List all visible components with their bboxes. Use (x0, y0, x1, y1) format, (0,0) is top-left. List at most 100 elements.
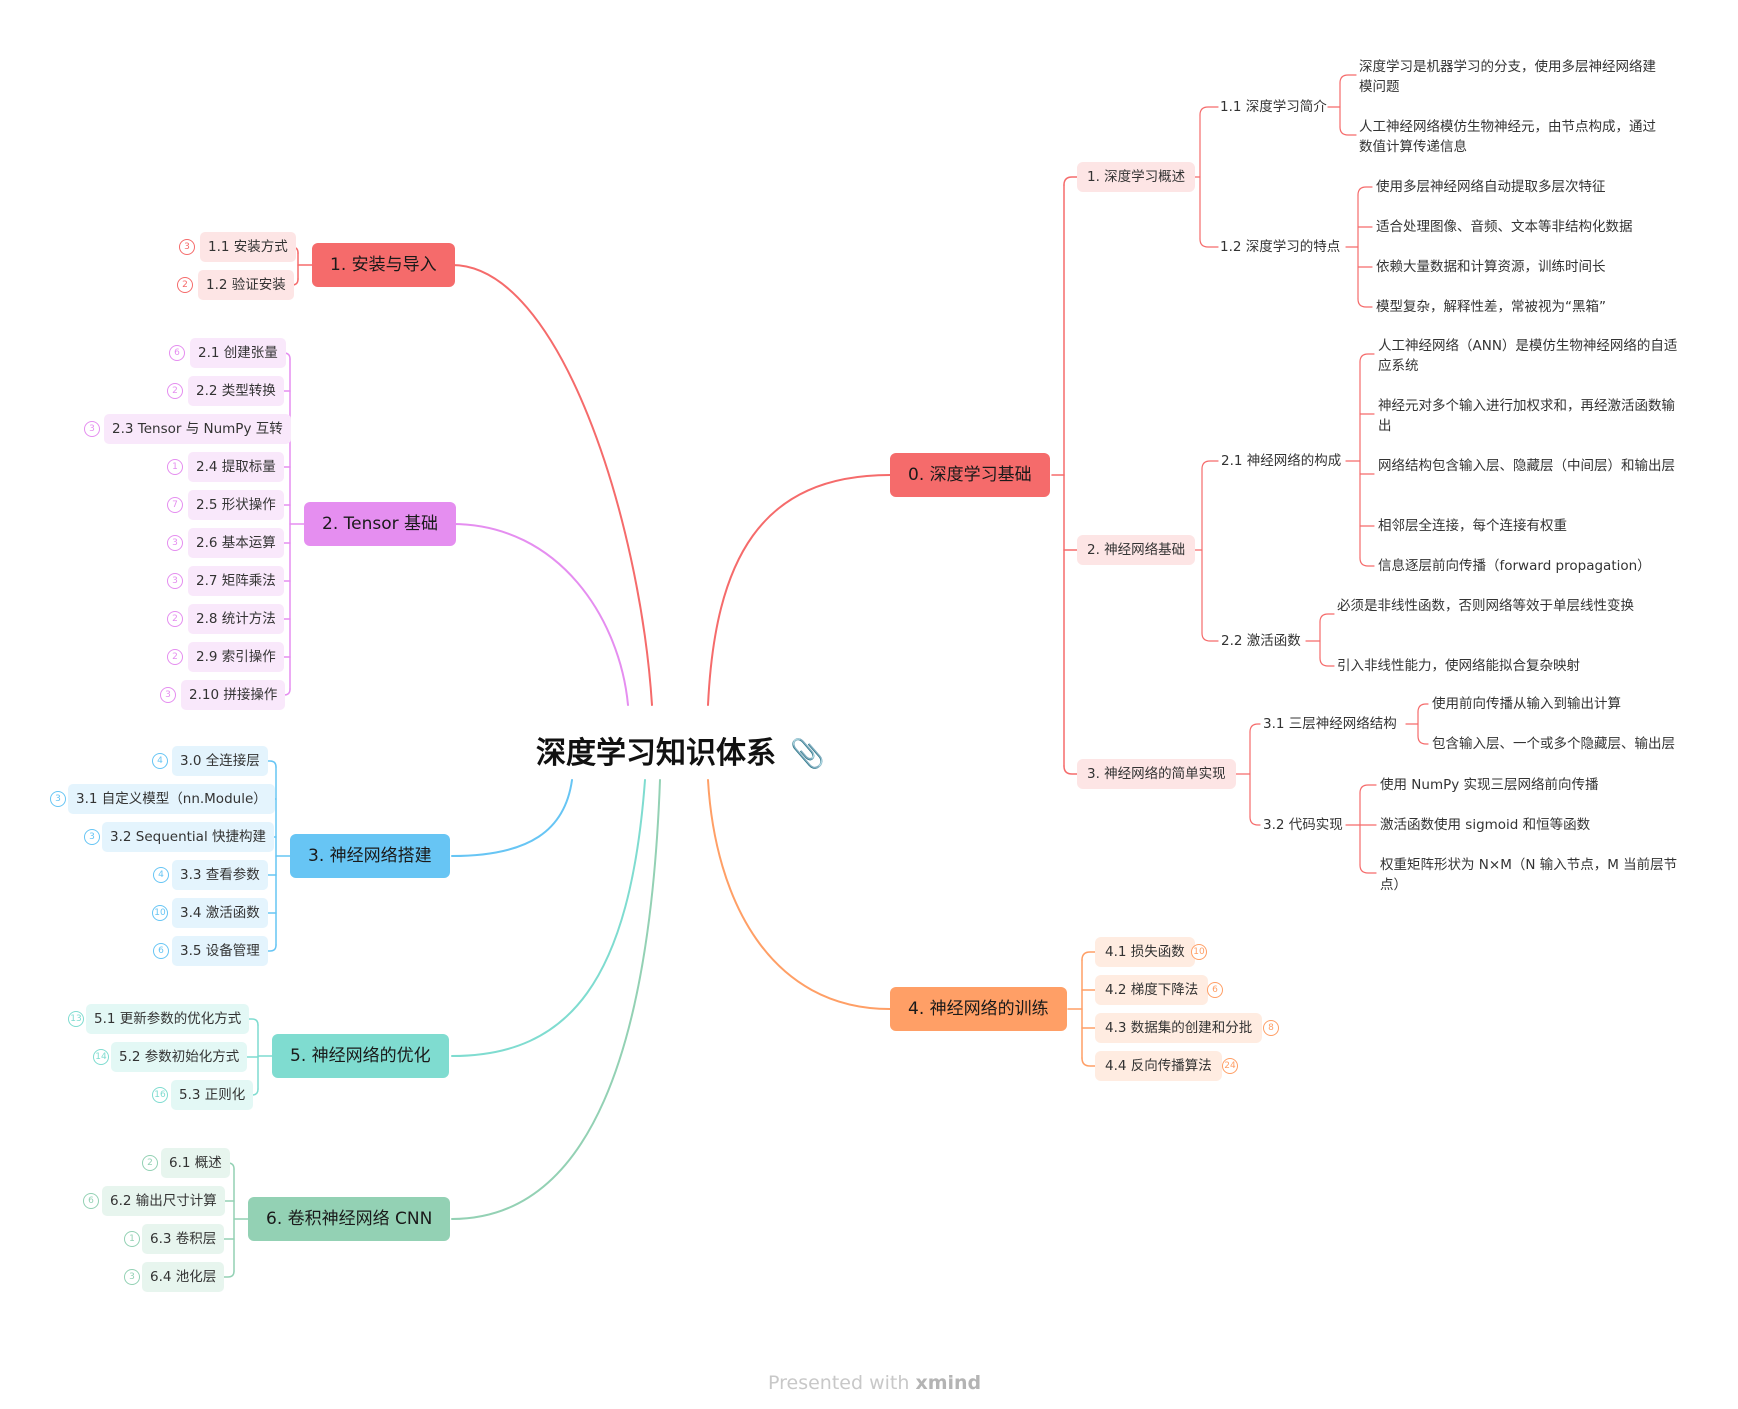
bracket-branch (1359, 784, 1377, 794)
count-badge[interactable]: 3 (84, 421, 100, 437)
subtopic-activation[interactable]: 2.2 激活函数 (1221, 631, 1301, 651)
bracket-branch (1249, 723, 1261, 733)
topic-label: 5. 神经网络的优化 (290, 1046, 431, 1066)
count-badge[interactable]: 2 (167, 383, 183, 399)
subtopic-4-1[interactable]: 4.1 损失函数 (1095, 937, 1195, 967)
subtopic-6-2[interactable]: 6.2 输出尺寸计算 (102, 1186, 225, 1216)
count-badge[interactable]: 3 (84, 829, 100, 845)
topic-network-optimization[interactable]: 5. 神经网络的优化 (272, 1034, 449, 1078)
count-badge[interactable]: 3 (160, 687, 176, 703)
topic-dl-fundamentals[interactable]: 0. 深度学习基础 (890, 453, 1050, 497)
subtopic-3-2[interactable]: 3.2 Sequential 快捷构建 (102, 822, 274, 852)
bracket-branch (1339, 126, 1357, 136)
count-badge[interactable]: 1 (124, 1231, 140, 1247)
count-badge[interactable]: 2 (167, 611, 183, 627)
count-badge[interactable]: 3 (167, 573, 183, 589)
subtopic-simple-impl[interactable]: 3. 神经网络的简单实现 (1077, 759, 1236, 789)
subtopic-label: 2.2 类型转换 (196, 383, 276, 399)
subtopic-6-1[interactable]: 6.1 概述 (161, 1148, 230, 1178)
subtopic-dl-intro[interactable]: 1.1 深度学习简介 (1220, 97, 1327, 117)
subtopic-5-1[interactable]: 5.1 更新参数的优化方式 (86, 1004, 250, 1034)
subtopic-4-2[interactable]: 4.2 梯度下降法 (1095, 975, 1209, 1005)
subtopic-dl-overview[interactable]: 1. 深度学习概述 (1077, 162, 1196, 192)
subtopic-5-3[interactable]: 5.3 正则化 (171, 1080, 254, 1110)
count-badge[interactable]: 24 (1222, 1058, 1238, 1074)
count-badge[interactable]: 2 (142, 1155, 158, 1171)
count-badge[interactable]: 4 (152, 753, 168, 769)
subtopic-code-impl[interactable]: 3.2 代码实现 (1263, 815, 1343, 835)
count-badge[interactable]: 2 (177, 277, 193, 293)
count-badge[interactable]: 6 (83, 1193, 99, 1209)
subtopic-2-3[interactable]: 2.3 Tensor 与 NumPy 互转 (104, 414, 291, 444)
subtopic-3-1[interactable]: 3.1 自定义模型（nn.Module） (68, 784, 275, 814)
topic-network-training[interactable]: 4. 神经网络的训练 (890, 987, 1067, 1031)
count-badge[interactable]: 3 (179, 239, 195, 255)
count-badge[interactable]: 7 (167, 497, 183, 513)
count-badge[interactable]: 6 (169, 345, 185, 361)
subtopic-3-0[interactable]: 3.0 全连接层 (172, 746, 268, 776)
count-badge[interactable]: 3 (167, 535, 183, 551)
subtopic-6-3[interactable]: 6.3 卷积层 (142, 1224, 225, 1254)
count-badge[interactable]: 13 (68, 1011, 84, 1027)
count-badge[interactable]: 8 (1263, 1020, 1279, 1036)
subtopic-label: 2.1 创建张量 (198, 345, 278, 361)
subtopic-4-4[interactable]: 4.4 反向传播算法 (1095, 1051, 1222, 1081)
count-badge[interactable]: 14 (93, 1049, 109, 1065)
subtopic-3layer[interactable]: 3.1 三层神经网络结构 (1263, 714, 1397, 734)
subtopic-dl-features[interactable]: 1.2 深度学习的特点 (1220, 237, 1340, 257)
subtopic-4-3[interactable]: 4.3 数据集的创建和分批 (1095, 1013, 1263, 1043)
subtopic-6-4[interactable]: 6.4 池化层 (142, 1262, 225, 1292)
topic-label: 2. Tensor 基础 (322, 514, 439, 534)
subtopic-2-10[interactable]: 2.10 拼接操作 (181, 680, 286, 710)
count-badge[interactable]: 2 (167, 649, 183, 665)
bracket-branch (1199, 106, 1219, 116)
subtopic-2-6[interactable]: 2.6 基本运算 (188, 528, 284, 558)
count-badge[interactable]: 3 (50, 791, 66, 807)
subtopic-2-8[interactable]: 2.8 统计方法 (188, 604, 284, 634)
subtopic-3-3[interactable]: 3.3 查看参数 (172, 860, 268, 890)
subtopic-5-2[interactable]: 5.2 参数初始化方式 (111, 1042, 248, 1072)
subtopic-label: 2.1 神经网络的构成 (1221, 453, 1342, 469)
count-badge[interactable]: 3 (124, 1269, 140, 1285)
subtopic-2-4[interactable]: 2.4 提取标量 (188, 452, 284, 482)
leaf-text: 必须是非线性函数，否则网络等效于单层线性变换 (1337, 598, 1634, 614)
count-badge[interactable]: 10 (152, 905, 168, 921)
central-topic[interactable]: 深度学习知识体系📎 (536, 728, 825, 772)
subtopic-3-5[interactable]: 3.5 设备管理 (172, 936, 268, 966)
subtopic-nn-basics[interactable]: 2. 神经网络基础 (1077, 535, 1196, 565)
subtopic-2-5[interactable]: 2.5 形状操作 (188, 490, 284, 520)
subtopic-label: 5.1 更新参数的优化方式 (94, 1011, 242, 1027)
topic-tensor-basics[interactable]: 2. Tensor 基础 (304, 502, 457, 546)
bracket-branch (219, 1270, 235, 1278)
subtopic-2-9[interactable]: 2.9 索引操作 (188, 642, 284, 672)
subtopic-2-2[interactable]: 2.2 类型转换 (188, 376, 284, 406)
branch-curve (451, 779, 661, 1220)
count-badge[interactable]: 16 (152, 1087, 168, 1103)
subtopic-label: 2.9 索引操作 (196, 649, 276, 665)
subtopic-3-4[interactable]: 3.4 激活函数 (172, 898, 268, 928)
topic-install-import[interactable]: 1. 安装与导入 (312, 243, 455, 287)
count-badge[interactable]: 6 (1207, 982, 1223, 998)
subtopic-1-1[interactable]: 1.1 安装方式 (200, 232, 296, 262)
bracket-branch (1319, 657, 1335, 667)
subtopic-label: 6.2 输出尺寸计算 (110, 1193, 217, 1209)
topic-label: 4. 神经网络的训练 (908, 999, 1049, 1019)
topic-label: 6. 卷积神经网络 CNN (266, 1209, 433, 1229)
topic-cnn[interactable]: 6. 卷积神经网络 CNN (248, 1197, 451, 1241)
subtopic-1-2[interactable]: 1.2 验证安装 (198, 270, 294, 300)
topic-network-building[interactable]: 3. 神经网络搭建 (290, 834, 450, 878)
subtopic-2-1[interactable]: 2.1 创建张量 (190, 338, 286, 368)
leaf-text: 激活函数使用 sigmoid 和恒等函数 (1380, 817, 1591, 833)
subtopic-label: 3.4 激活函数 (180, 905, 260, 921)
count-badge[interactable]: 6 (153, 943, 169, 959)
subtopic-nn-composition[interactable]: 2.1 神经网络的构成 (1221, 451, 1341, 471)
leaf-text: 相邻层全连接，每个连接有权重 (1378, 518, 1567, 534)
count-badge[interactable]: 4 (153, 867, 169, 883)
subtopic-2-7[interactable]: 2.7 矩阵乘法 (188, 566, 284, 596)
count-badge[interactable]: 1 (167, 459, 183, 475)
bracket-branch (261, 760, 277, 768)
subtopic-label: 6.3 卷积层 (150, 1231, 217, 1247)
subtopic-label: 3.0 全连接层 (180, 753, 260, 769)
leaf-text: 神经元对多个输入进行加权求和，再经激活函数输出 (1378, 398, 1675, 434)
count-badge[interactable]: 10 (1191, 944, 1207, 960)
